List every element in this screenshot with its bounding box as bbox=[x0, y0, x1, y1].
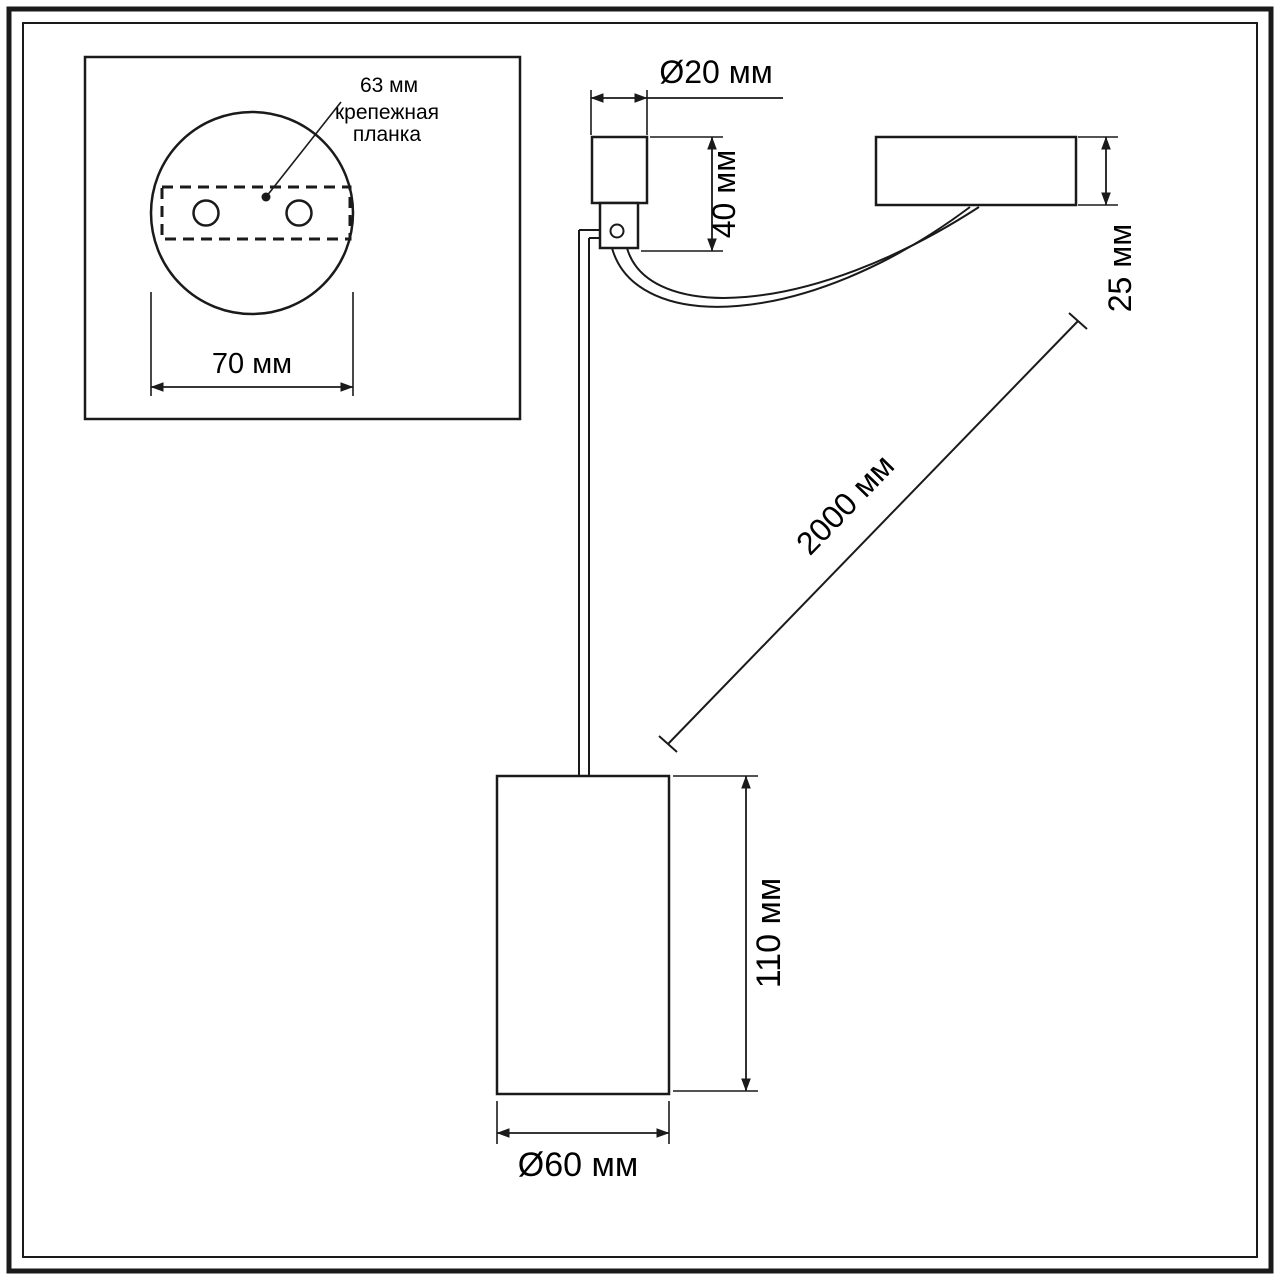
lamp-body bbox=[495, 135, 1078, 1096]
tick-cord-start bbox=[658, 735, 678, 753]
stem-diameter-label: Ø20 мм bbox=[659, 54, 772, 90]
outer-frame bbox=[6, 6, 1274, 1274]
cord-curve-outer bbox=[611, 206, 971, 308]
stem-holder bbox=[590, 135, 649, 205]
wall-mount-box bbox=[874, 135, 1078, 207]
mounting-plate-label-line2: планка bbox=[353, 123, 422, 146]
leader-line bbox=[265, 101, 342, 198]
screw-hole-left bbox=[192, 199, 220, 227]
holder-height-label: 40 мм bbox=[706, 150, 742, 238]
shade-height-label: 110 мм bbox=[750, 878, 788, 988]
mount-thickness-label: 25 мм bbox=[1102, 224, 1138, 312]
mounting-plate-dashed-outline bbox=[160, 185, 352, 241]
tick-cord-end bbox=[1068, 312, 1088, 330]
base-circle bbox=[149, 110, 355, 316]
mounting-detail-inset: 63 мм крепежная планка 70 мм bbox=[83, 55, 522, 421]
mounting-plate-label-line1: крепежная bbox=[335, 101, 439, 124]
base-width-label: 70 мм bbox=[212, 348, 292, 380]
inset-box bbox=[83, 55, 522, 421]
cord-length-label: 2000 мм bbox=[789, 447, 901, 561]
shade-diameter-label: Ø60 мм bbox=[518, 1146, 638, 1184]
lamp-shade-cylinder bbox=[495, 774, 671, 1096]
stem-rod bbox=[578, 229, 600, 776]
cord-curve-inner bbox=[626, 206, 980, 299]
screw-hole-right bbox=[285, 199, 313, 227]
pivot-hole bbox=[609, 223, 625, 239]
inner-frame bbox=[22, 22, 1258, 1258]
hole-spacing-label: 63 мм bbox=[360, 74, 418, 97]
dim-line-cord-length bbox=[667, 320, 1079, 745]
